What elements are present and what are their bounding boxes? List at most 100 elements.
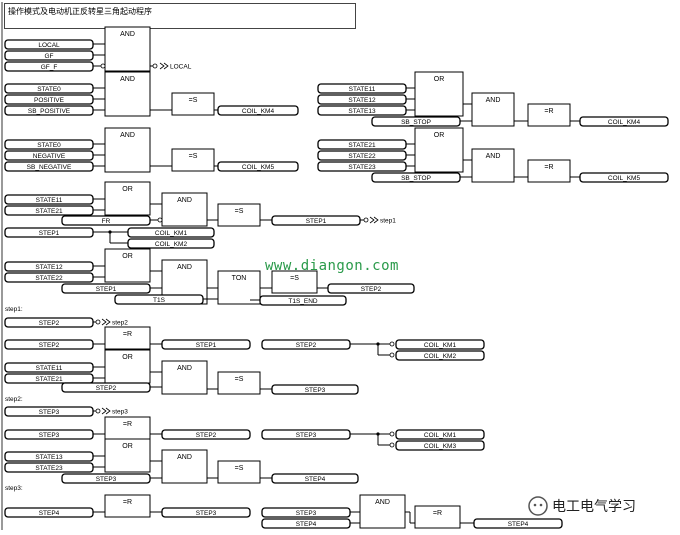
block-type: AND — [486, 97, 501, 104]
block-type: =R — [123, 499, 132, 506]
variable-box — [161, 507, 251, 518]
function-block — [527, 103, 571, 127]
variable-label: STATE13 — [35, 454, 63, 461]
text-label: step3 — [112, 409, 128, 416]
variable-label: STEP2 — [39, 320, 60, 327]
variable-label: STEP1 — [306, 218, 327, 225]
function-block — [471, 92, 515, 127]
negation-circle — [389, 341, 395, 347]
variable-label: STEP4 — [508, 521, 529, 528]
block-type: =R — [544, 108, 553, 115]
variable-label: FR — [102, 218, 111, 225]
variable-label: STEP3 — [296, 432, 317, 439]
jump-arrow — [101, 407, 111, 415]
block-type: =R — [123, 331, 132, 338]
block-type: =S — [235, 465, 244, 472]
block-type: AND — [120, 132, 135, 139]
variable-box — [127, 227, 215, 238]
variable-label: STEP3 — [39, 432, 60, 439]
variable-label: COIL_KM2 — [155, 241, 188, 248]
block-type: =S — [235, 208, 244, 215]
block-type: AND — [486, 153, 501, 160]
negation-circle — [363, 217, 369, 223]
variable-label: SB_NEGATIVE — [27, 164, 72, 171]
block-type: =R — [433, 510, 442, 517]
function-block — [217, 460, 261, 484]
block-type: =S — [235, 376, 244, 383]
watermark: www.diangon.com — [265, 258, 399, 274]
variable-box — [327, 283, 415, 294]
function-block — [104, 71, 151, 117]
block-type: OR — [434, 132, 445, 139]
block-type: AND — [375, 499, 390, 506]
block-type: =R — [123, 421, 132, 428]
variable-box — [161, 429, 251, 440]
variable-label: STATE12 — [348, 97, 376, 104]
variable-label: STATE0 — [37, 86, 61, 93]
variable-label: STATE21 — [35, 376, 63, 383]
block-type: OR — [122, 186, 133, 193]
variable-label: POSITIVE — [34, 97, 65, 104]
block-type: AND — [177, 454, 192, 461]
variable-label: STEP3 — [196, 510, 217, 517]
text-label: step1 — [380, 218, 396, 225]
variable-label: STEP3 — [296, 510, 317, 517]
function-block — [104, 181, 151, 216]
block-type: AND — [120, 76, 135, 83]
variable-box — [161, 339, 251, 350]
variable-label: STATE21 — [348, 142, 376, 149]
variable-label: COIL_KM5 — [608, 175, 641, 182]
function-block — [471, 148, 515, 183]
brand: 电工电气学习 — [528, 496, 636, 516]
variable-label: T1S_END — [288, 298, 318, 305]
block-type: =R — [544, 164, 553, 171]
variable-label: COIL_KM4 — [242, 108, 275, 115]
variable-label: STATE11 — [36, 197, 63, 204]
page-title: 操作模式及电动机正反转星三角起动程序 — [4, 3, 356, 29]
jump-arrow — [369, 216, 379, 224]
variable-box — [579, 116, 669, 127]
function-block — [104, 127, 151, 173]
negation-circle — [95, 408, 101, 414]
variable-label: STATE21 — [35, 208, 63, 215]
negation-circle — [95, 319, 101, 325]
variable-label: STEP2 — [96, 385, 117, 392]
block-type: OR — [434, 76, 445, 83]
text-label: LOCAL — [170, 64, 192, 71]
variable-label: STEP4 — [39, 510, 60, 517]
variable-label: STEP2 — [39, 342, 60, 349]
function-block — [217, 371, 261, 395]
block-type: OR — [122, 253, 133, 260]
function-block — [161, 449, 208, 484]
variable-label: COIL_KM1 — [424, 342, 457, 349]
text-label: step1: — [5, 306, 23, 313]
variable-label: COIL_KM2 — [424, 353, 457, 360]
variable-label: NEGATIVE — [33, 153, 66, 160]
wechat-icon — [528, 496, 548, 516]
function-block — [359, 494, 406, 529]
function-block — [171, 148, 215, 172]
text-label: step2: — [5, 396, 23, 403]
variable-label: STEP2 — [196, 432, 217, 439]
variable-label: STEP3 — [96, 476, 117, 483]
function-block — [414, 505, 461, 529]
variable-box — [271, 384, 359, 395]
function-block — [104, 26, 151, 72]
block-type: =S — [189, 97, 198, 104]
variable-label: GF_F — [41, 64, 58, 71]
function-block — [104, 326, 151, 350]
variable-label: STEP3 — [305, 387, 326, 394]
function-block — [217, 270, 261, 305]
function-block — [217, 203, 261, 227]
block-type: AND — [177, 365, 192, 372]
variable-box — [395, 339, 485, 350]
block-type: TON — [232, 275, 247, 282]
text-label: step3: — [5, 485, 23, 492]
variable-label: GF — [44, 53, 53, 60]
jump-arrow — [159, 62, 169, 70]
text-label: step2 — [112, 320, 128, 327]
variable-box — [395, 350, 485, 361]
variable-label: STEP2 — [296, 342, 317, 349]
variable-label: STATE13 — [348, 108, 376, 115]
